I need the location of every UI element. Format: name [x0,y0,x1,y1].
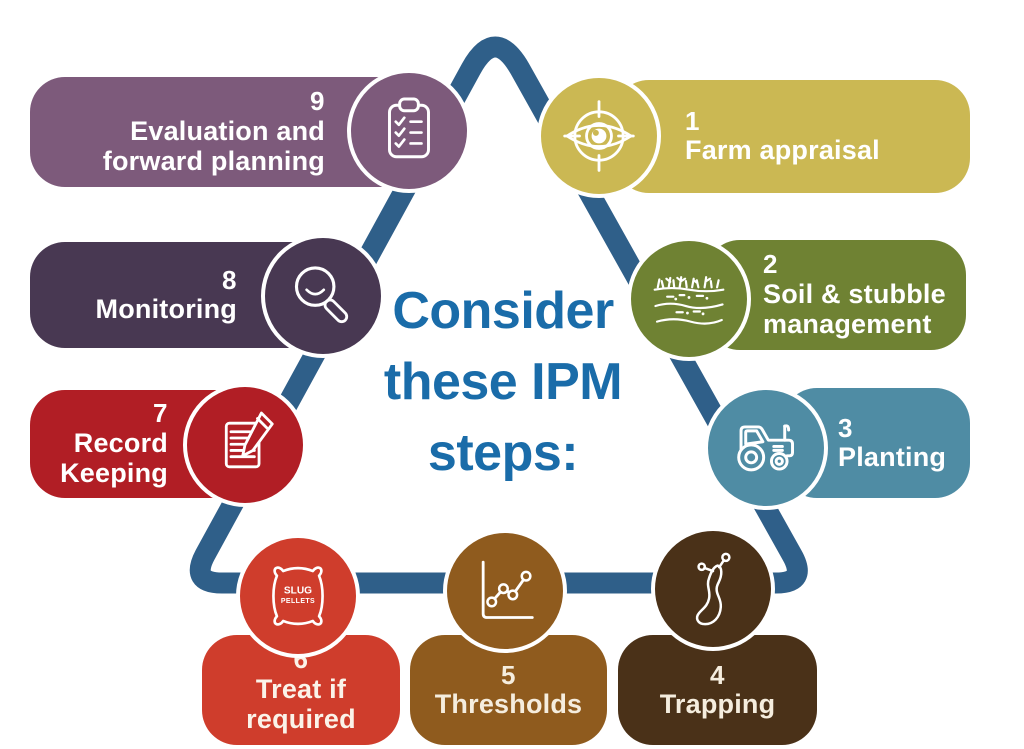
step-label-line: forward planning [102,146,325,177]
center-title: Consider these IPM steps: [330,276,676,489]
center-title-line-1: Consider [392,282,614,340]
step-label-line: Monitoring [95,293,237,324]
step-2-badge [627,237,751,361]
clipboard-checklist-icon [388,97,430,159]
step-number: 5 [501,659,516,690]
step-number: 4 [710,659,725,690]
tractor-icon [737,424,795,472]
step-label-line: Soil & stubble [763,278,946,309]
center-title-line-3: steps: [427,424,579,482]
step-number: 7 [153,398,168,429]
step-8-badge [261,234,385,358]
step-number: 1 [685,106,700,137]
soil-stubble-icon [653,276,725,325]
step-label-line: management [763,309,932,340]
step-label-line: Keeping [60,458,168,489]
step-label-line: Evaluation and [130,115,325,146]
step-label-line: Thresholds [434,688,583,719]
eye-icon [563,100,635,172]
slug-pellets-bag-icon: SLUG PELLETS [272,566,324,626]
step-number: 3 [838,412,853,443]
step-label-line: required [246,704,356,735]
step-3-badge [704,386,828,510]
step-7-badge [183,383,307,507]
step-9-badge [347,69,471,193]
step-6-badge: SLUG PELLETS [236,534,360,658]
step-1-pill-farm-appraisal: 1 Farm appraisal [614,80,970,193]
bag-text-slug: SLUG [284,586,312,597]
step-label-line: Record [73,427,168,458]
step-5-pill-thresholds: 5 Thresholds [410,635,607,745]
center-title-line-2: these IPM [383,353,623,411]
threshold-chart-icon [481,560,534,619]
step-4-pill-trapping: 4 Trapping [618,635,817,745]
step-number: 9 [310,86,325,117]
step-5-badge [443,529,567,653]
step-number: 2 [763,249,778,280]
slug-icon [695,552,731,626]
step-label-line: Treat if [255,673,347,704]
pen-and-record-icon [224,411,274,469]
step-4-badge [651,527,775,651]
step-label-line: Trapping [659,688,776,719]
step-label-line: Farm appraisal [685,135,880,166]
step-label-line: Planting [838,441,947,472]
cycle-triangle-path [189,36,808,594]
bag-text-pellets: PELLETS [281,598,315,605]
magnifying-glass-icon [294,266,349,324]
step-1-badge [537,74,661,198]
step-number: 8 [222,264,237,295]
